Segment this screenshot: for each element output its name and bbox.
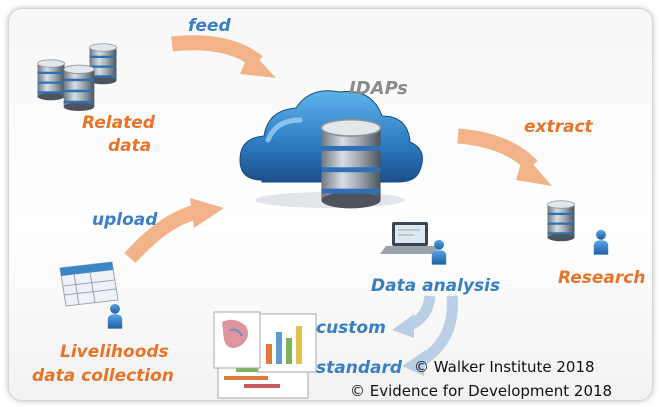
upload-arrow-icon [124,198,224,264]
custom-arrow-icon [392,295,436,338]
feed-arrow-icon [171,35,276,78]
researcher-person-icon [593,229,609,255]
research-database-icon [547,200,575,242]
feed-label: feed [188,16,231,36]
spreadsheet-icon [59,261,119,307]
research-label: Research [558,268,646,288]
idaps-label: IDAPs [349,78,408,99]
livelihoods-person-icon [107,303,123,329]
laptop-icon [380,222,440,254]
chart-documents-icon [213,311,317,399]
related-data-label-line2: data [108,136,152,156]
custom-label: custom [316,318,386,338]
upload-label: upload [92,210,158,230]
copyright-evidence: © Evidence for Development 2018 [350,382,613,400]
livelihoods-label-line1: Livelihoods [60,342,169,362]
copyright-walker: © Walker Institute 2018 [414,358,595,376]
data-analysis-label: Data analysis [371,276,501,296]
related-data-database-icon [37,43,117,112]
related-data-label-line1: Related [82,113,155,133]
cloud-database-icon [239,90,423,210]
extract-label: extract [524,117,593,137]
standard-label: standard [316,358,403,378]
livelihoods-label-line2: data collection [32,366,174,386]
extract-arrow-icon [457,128,552,186]
standard-arrow-icon [402,295,458,376]
analyst-person-icon [431,239,447,265]
